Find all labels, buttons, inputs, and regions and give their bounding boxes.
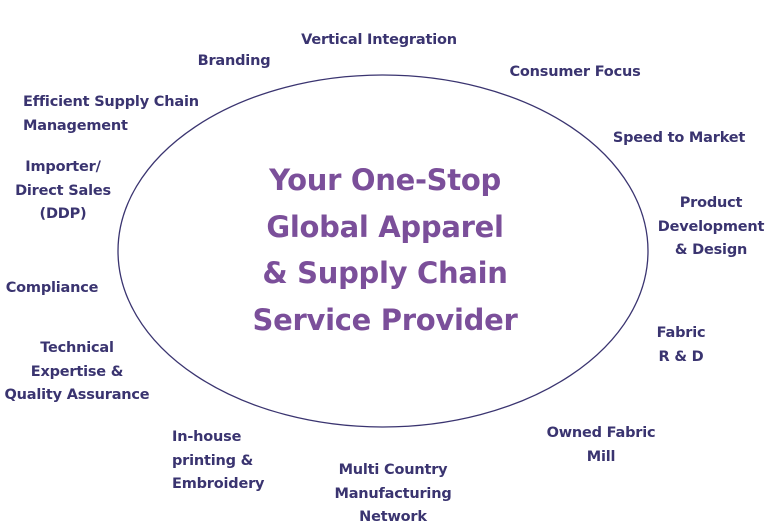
- label-text: Manufacturing: [334, 485, 452, 502]
- label-text: Fabric: [656, 325, 706, 341]
- title-line: Global Apparel: [266, 209, 504, 244]
- label-consumer-focus: Consumer Focus: [509, 61, 640, 85]
- label-text: Direct Sales: [15, 182, 111, 199]
- label-text: Development: [657, 218, 765, 235]
- label-fabric-rd: Fabric R & D: [657, 322, 706, 369]
- title-line: Service Provider: [252, 302, 518, 337]
- label-text: Consumer Focus: [509, 64, 641, 80]
- label-text: & Design: [674, 242, 748, 258]
- label-text: Owned Fabric: [546, 425, 656, 441]
- label-efficient-supply-chain: Efficient Supply Chain Management: [23, 91, 199, 138]
- label-text: Branding: [197, 53, 271, 69]
- label-text: In-house: [172, 429, 242, 445]
- label-text: Compliance: [5, 280, 99, 296]
- label-inhouse-printing: In-house printing & Embroidery: [172, 426, 264, 497]
- label-text: R & D: [658, 348, 704, 365]
- label-text: Mill: [586, 448, 616, 465]
- label-text: Vertical Integration: [301, 32, 457, 48]
- label-text: Efficient Supply Chain: [23, 94, 199, 110]
- label-text: Speed to Market: [612, 130, 746, 146]
- label-technical-expertise: Technical Expertise & Quality Assurance: [5, 337, 150, 408]
- label-speed-to-market: Speed to Market: [613, 127, 745, 151]
- label-text: Importer/: [25, 159, 101, 175]
- label-text: Multi Country: [338, 462, 448, 478]
- label-text: printing &: [172, 452, 254, 469]
- label-importer-direct-sales: Importer/ Direct Sales (DDP): [15, 156, 111, 227]
- label-text: Product: [679, 195, 743, 211]
- label-multi-country-manufacturing: Multi Country Manufacturing Network: [334, 459, 451, 530]
- title-line: Your One-Stop: [269, 163, 501, 197]
- label-text: Technical: [40, 340, 114, 356]
- label-owned-fabric-mill: Owned Fabric Mill: [547, 422, 656, 469]
- central-title: Your One-Stop Global Apparel & Supply Ch…: [253, 157, 518, 343]
- label-text: Network: [359, 509, 427, 525]
- label-vertical-integration: Vertical Integration: [301, 29, 457, 53]
- label-branding: Branding: [198, 50, 271, 74]
- label-compliance: Compliance: [6, 277, 99, 301]
- label-text: Quality Assurance: [4, 387, 150, 403]
- label-text: Management: [23, 117, 128, 134]
- label-text: Expertise &: [30, 363, 124, 380]
- label-product-development: Product Development & Design: [657, 192, 765, 263]
- label-text: Embroidery: [172, 476, 265, 492]
- label-text: (DDP): [39, 206, 87, 222]
- title-line: & Supply Chain: [262, 256, 508, 290]
